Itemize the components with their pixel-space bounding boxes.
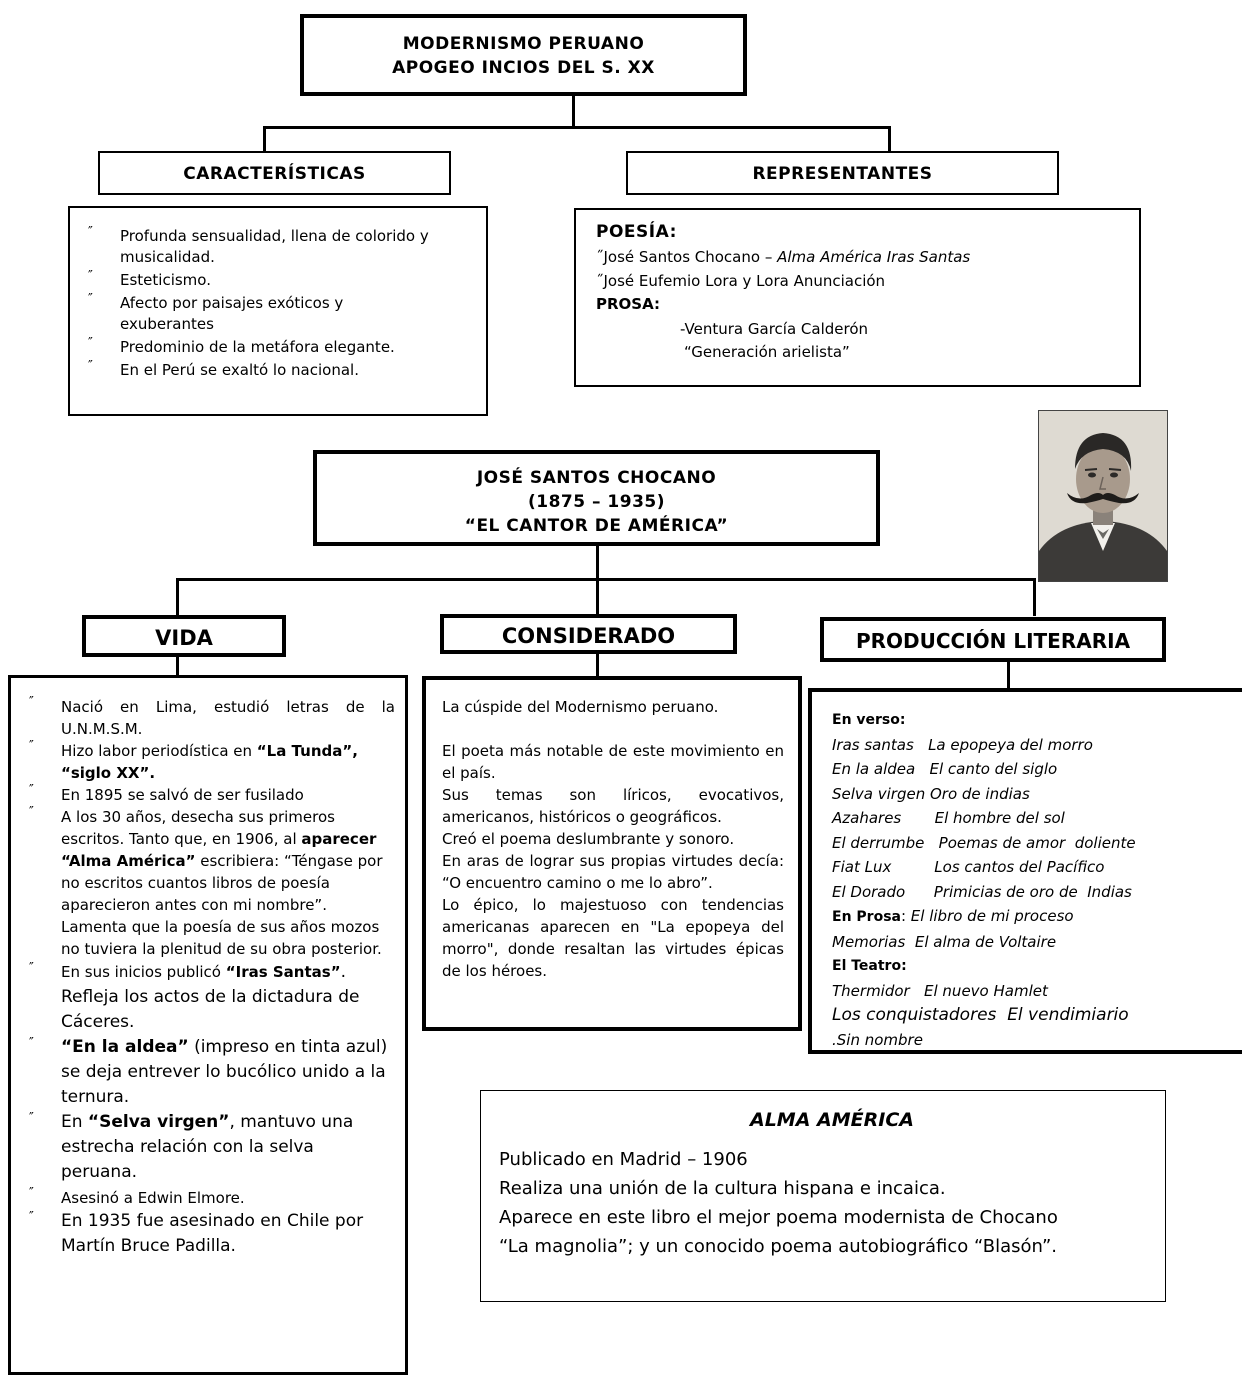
list-item: En “Selva virgen”, mantuvo una estrecha … bbox=[11, 1106, 395, 1185]
poesia-label: POESÍA: bbox=[596, 222, 677, 242]
prosa-line: En Prosa: El libro de mi proceso bbox=[832, 907, 1074, 925]
connector bbox=[1033, 578, 1036, 616]
prosa-label: PROSA: bbox=[596, 295, 660, 313]
considerado-p4: Creó el poema deslumbrante y sonoro. bbox=[442, 830, 735, 848]
connector bbox=[596, 652, 599, 676]
caracteristicas-list-box: Profunda sensualidad, llena de colorido … bbox=[68, 206, 488, 416]
caracteristicas-header: CARACTERÍSTICAS bbox=[98, 151, 451, 195]
representantes-header: REPRESENTANTES bbox=[626, 151, 1059, 195]
verso-label: En verso: bbox=[832, 712, 906, 728]
representantes-title: REPRESENTANTES bbox=[752, 164, 933, 184]
vida-title: VIDA bbox=[155, 626, 213, 650]
verso-item: Selva virgen Oro de indias bbox=[832, 784, 1030, 803]
connector bbox=[176, 578, 1036, 581]
alma-america-title: ALMA AMÉRICA bbox=[750, 1109, 914, 1131]
considerado-p2: El poeta más notable de este movimiento … bbox=[442, 742, 784, 782]
teatro-item: Los conquistadores El vendimiario bbox=[832, 1005, 1129, 1025]
connector bbox=[176, 655, 179, 677]
vida-header: VIDA bbox=[82, 615, 286, 657]
considerado-p1: La cúspide del Modernismo peruano. bbox=[442, 698, 719, 716]
main-title-line2: APOGEO INCIOS DEL S. XX bbox=[392, 58, 655, 78]
list-item: En el Perú se exaltó lo nacional. bbox=[70, 356, 476, 381]
list-item: Esteticismo. bbox=[70, 266, 476, 291]
prosa-item: “Generación arielista” bbox=[684, 343, 850, 361]
main-title-box: MODERNISMO PERUANO APOGEO INCIOS DEL S. … bbox=[300, 14, 747, 96]
verso-item: Azahares El hombre del sol bbox=[832, 809, 1065, 827]
considerado-p6: Lo épico, lo majestuoso con tendencias a… bbox=[442, 896, 784, 980]
representantes-box: POESÍA: ˝José Santos Chocano – Alma Amér… bbox=[574, 208, 1141, 387]
verso-item: Iras santas La epopeya del morro bbox=[832, 735, 1093, 754]
produccion-header: PRODUCCIÓN LITERARIA bbox=[820, 617, 1166, 662]
teatro-item: .Sin nombre bbox=[832, 1030, 923, 1049]
connector bbox=[572, 96, 575, 128]
list-item: Nació en Lima, estudió letras de la U.N.… bbox=[11, 692, 395, 740]
connector bbox=[176, 578, 179, 616]
connector bbox=[596, 578, 599, 616]
list-item: Hizo labor periodística en “La Tunda”, “… bbox=[11, 736, 395, 784]
connector bbox=[1007, 660, 1010, 690]
list-item: En sus inicios publicó “Iras Santas”. Re… bbox=[11, 956, 395, 1035]
produccion-box: En verso: Iras santas La epopeya del mor… bbox=[808, 688, 1242, 1054]
list-item: Afecto por paisajes exóticos y exuberant… bbox=[70, 289, 476, 335]
vida-box: Nació en Lima, estudió letras de la U.N.… bbox=[8, 675, 408, 1375]
alma-line: Publicado en Madrid – 1906 bbox=[499, 1149, 748, 1170]
alma-line: “La magnolia”; y un conocido poema autob… bbox=[499, 1236, 1057, 1257]
list-item: A los 30 años, desecha sus primeros escr… bbox=[11, 802, 395, 960]
considerado-title: CONSIDERADO bbox=[501, 624, 676, 648]
considerado-box: La cúspide del Modernismo peruano. El po… bbox=[422, 676, 802, 1031]
teatro-item: Thermidor El nuevo Hamlet bbox=[832, 981, 1048, 1000]
list-item: En 1935 fue asesinado en Chile por Martí… bbox=[11, 1205, 395, 1259]
verso-item: El Dorado Primicias de oro de Indias bbox=[832, 882, 1132, 901]
chocano-nickname: “EL CANTOR DE AMÉRICA” bbox=[464, 516, 729, 536]
considerado-header: CONSIDERADO bbox=[440, 614, 737, 654]
alma-line: Realiza una unión de la cultura hispana … bbox=[499, 1178, 946, 1199]
list-item: “En la aldea” (impreso en tinta azul) se… bbox=[11, 1031, 395, 1110]
prosa-item: Memorias El alma de Voltaire bbox=[832, 932, 1057, 951]
chocano-name: JOSÉ SANTOS CHOCANO bbox=[476, 468, 717, 488]
chocano-years: (1875 – 1935) bbox=[527, 492, 665, 512]
verso-item: El derrumbe Poemas de amor doliente bbox=[832, 833, 1136, 852]
prosa-item: -Ventura García Calderón bbox=[680, 320, 869, 338]
list-item: Asesinó a Edwin Elmore. bbox=[11, 1183, 395, 1209]
verso-item: En la aldea El canto del siglo bbox=[832, 760, 1058, 778]
teatro-label: El Teatro: bbox=[832, 958, 907, 974]
list-item: Profunda sensualidad, llena de colorido … bbox=[70, 222, 476, 268]
caracteristicas-title: CARACTERÍSTICAS bbox=[183, 164, 366, 184]
considerado-p5: En aras de lograr sus propias virtudes d… bbox=[442, 852, 784, 892]
poesia-item: ˝José Eufemio Lora y Lora Anunciación bbox=[596, 272, 886, 290]
vida-list: Nació en Lima, estudió letras de la U.N.… bbox=[11, 692, 395, 1259]
main-title-line1: MODERNISMO PERUANO bbox=[402, 34, 645, 54]
connector bbox=[596, 546, 599, 580]
alma-america-box: ALMA AMÉRICA Publicado en Madrid – 1906 … bbox=[480, 1090, 1166, 1302]
poesia-item: ˝José Santos Chocano – Alma América Iras… bbox=[596, 248, 971, 266]
portrait-image bbox=[1039, 411, 1167, 581]
produccion-title: PRODUCCIÓN LITERARIA bbox=[855, 629, 1131, 653]
list-item: Predominio de la metáfora elegante. bbox=[70, 333, 476, 358]
connector bbox=[263, 126, 890, 129]
list-item: En 1895 se salvó de ser fusilado bbox=[11, 780, 395, 806]
connector bbox=[263, 126, 266, 152]
chocano-portrait bbox=[1038, 410, 1168, 582]
caracteristicas-list: Profunda sensualidad, llena de colorido … bbox=[70, 222, 476, 381]
chocano-box: JOSÉ SANTOS CHOCANO (1875 – 1935) “EL CA… bbox=[313, 450, 880, 546]
verso-item: Fiat Lux Los cantos del Pacífico bbox=[832, 858, 1105, 876]
alma-line: Aparece en este libro el mejor poema mod… bbox=[499, 1207, 1058, 1228]
connector bbox=[888, 126, 891, 152]
considerado-p3: Sus temas son líricos, evocativos, ameri… bbox=[442, 786, 784, 826]
